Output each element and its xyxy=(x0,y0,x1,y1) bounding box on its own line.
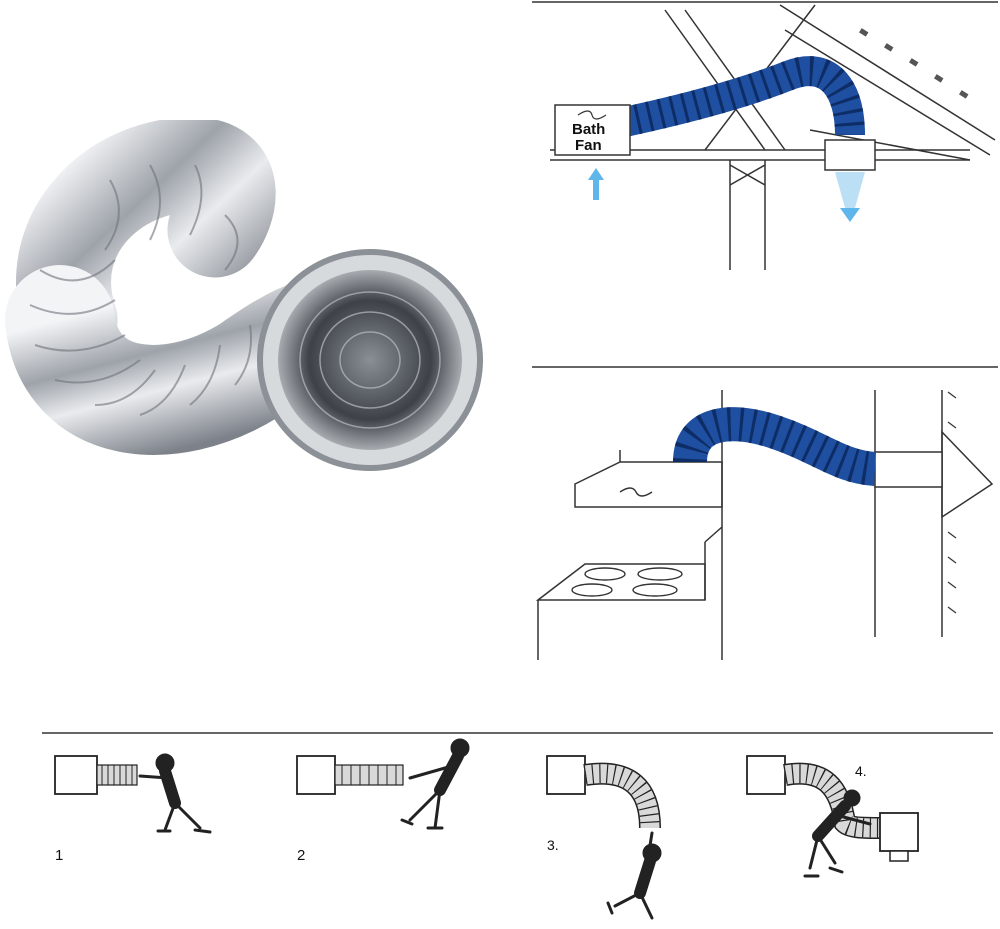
bath-fan-label-1: Bath xyxy=(572,121,605,138)
bath-fan-diagram: Bath Fan xyxy=(530,0,1000,275)
bent-duct xyxy=(583,764,660,829)
bath-fan-label-2: Fan xyxy=(575,137,602,154)
target-fitting-box xyxy=(879,812,919,852)
step-3: 3. xyxy=(546,755,662,920)
foil-duct-illustration xyxy=(5,120,483,471)
step-4-label: 4. xyxy=(855,763,867,779)
exterior-siding xyxy=(947,391,957,614)
step-2: 2 xyxy=(296,738,470,864)
roof-shingles xyxy=(859,28,969,99)
step-4: 4. xyxy=(746,755,919,878)
worker-figure xyxy=(606,831,662,920)
target-fitting-collar xyxy=(889,850,909,862)
step-1-label: 1 xyxy=(55,847,63,864)
bath-fan-box xyxy=(554,104,631,156)
duct-ribs xyxy=(621,56,865,137)
stove-burners xyxy=(571,567,683,597)
step-3-label: 3. xyxy=(547,837,559,853)
fan-icon xyxy=(577,110,607,120)
worker-figure xyxy=(138,753,212,834)
worker-figure xyxy=(803,789,872,878)
duct-box xyxy=(54,755,98,795)
worker-figure xyxy=(400,738,470,830)
duct-box xyxy=(296,755,336,795)
duct-box xyxy=(546,755,586,795)
duct-box xyxy=(746,755,786,795)
airflow-down-arrow xyxy=(835,172,865,222)
compressed-duct xyxy=(96,764,138,786)
wall-outlet-sleeve xyxy=(874,451,943,488)
airflow-up-arrow xyxy=(588,168,604,200)
range-hood-diagram xyxy=(530,362,1000,662)
soffit-vent xyxy=(824,139,876,171)
foil-duct-photo xyxy=(0,120,500,500)
step-1: 1 xyxy=(54,753,212,864)
hood-fan-icon xyxy=(619,487,653,497)
blue-duct xyxy=(673,407,877,486)
step-2-label: 2 xyxy=(297,847,305,864)
installation-steps: 1 2 xyxy=(40,728,995,928)
